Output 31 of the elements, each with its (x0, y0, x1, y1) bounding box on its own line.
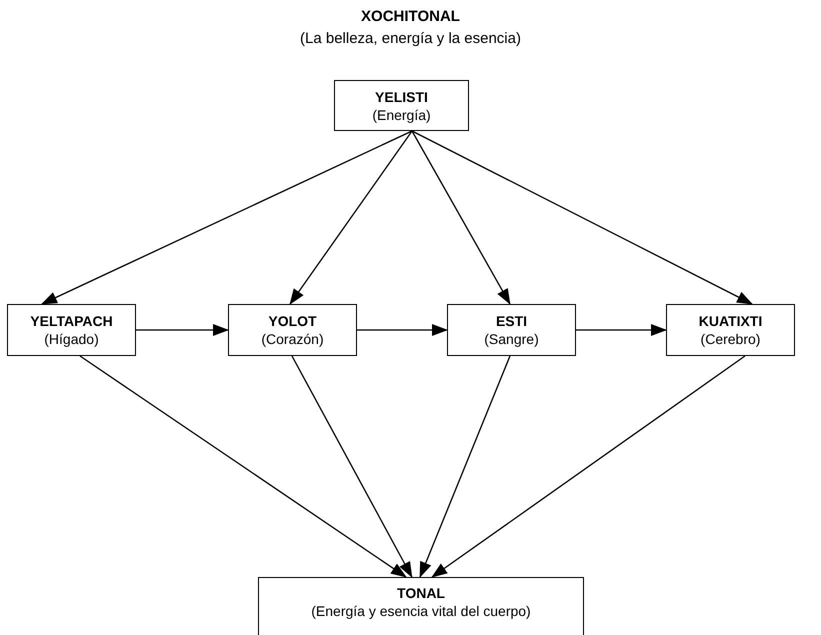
process-box (7, 304, 136, 356)
arrow (80, 355, 407, 578)
box-subtext: (Cerebro) (700, 330, 760, 348)
process-box (334, 80, 469, 131)
box-subtext: (Energía y esencia vital del cuerpo) (311, 602, 531, 620)
arrow (289, 130, 413, 305)
arrow (431, 355, 746, 578)
box-heading: ESTI (496, 312, 528, 330)
arrow (291, 356, 412, 578)
box-heading: YELISTI (375, 88, 428, 106)
arrow (41, 130, 412, 305)
arrow (576, 324, 667, 336)
box-heading: YELTAPACH (30, 312, 113, 330)
box-heading: YOLOT (268, 312, 317, 330)
process-box (228, 304, 357, 356)
process-box (666, 304, 795, 356)
box-heading: KUATIXTI (698, 312, 762, 330)
arrow (136, 324, 229, 336)
box-subtext: (Corazón) (261, 330, 324, 348)
arrow (357, 324, 448, 336)
arrow (412, 130, 753, 305)
process-box (447, 304, 576, 356)
process-box (258, 577, 584, 635)
arrow (419, 356, 511, 578)
box-subtext: (Energía) (372, 106, 431, 124)
subtitle: (La belleza, energía y la esencia) (300, 30, 521, 47)
box-subtext: (Hígado) (44, 330, 99, 348)
arrow (411, 130, 511, 305)
box-subtext: (Sangre) (484, 330, 539, 348)
diagram-title: XOCHITONAL (360, 8, 461, 25)
box-heading: TONAL (397, 584, 445, 602)
